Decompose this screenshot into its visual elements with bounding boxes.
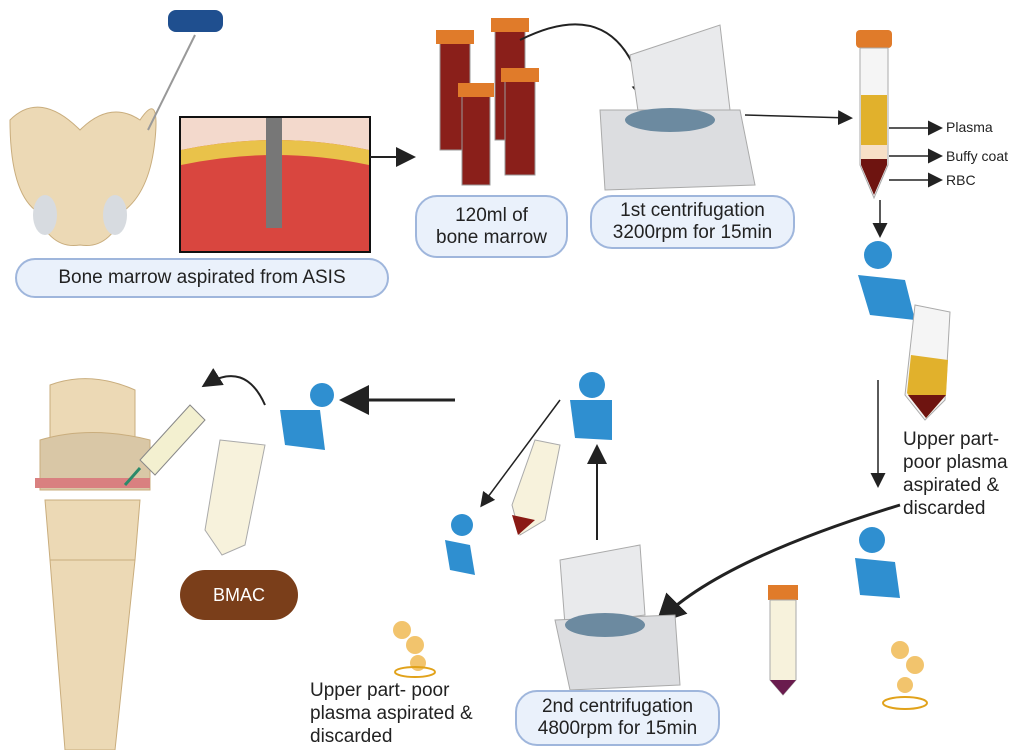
discard-note-left: Upper part- poor plasma aspirated & disc… (310, 679, 473, 748)
aspiration-text: Bone marrow aspirated from ASIS (58, 267, 346, 288)
plasma-tube-icon (904, 304, 951, 421)
discard-note-right: Upper part- poor plasma aspirated & disc… (903, 428, 1008, 520)
person-with-syringe-icon (280, 383, 334, 450)
tube-icon (768, 585, 798, 696)
separated-tube-icon (856, 30, 892, 200)
volume-line-1: 120ml of (455, 204, 528, 226)
marrow-tubes-icon (436, 18, 539, 186)
bmac-tube-icon (204, 439, 266, 556)
discard-right-line: discarded (903, 498, 986, 519)
discard-left-line: Upper part- poor (310, 680, 450, 701)
bmac-label: BMAC (180, 570, 298, 620)
knee-joint-icon (35, 378, 151, 750)
first-cent-line-2: 3200rpm for 15min (612, 222, 773, 243)
person-discarding-icon (855, 527, 900, 598)
syringe-icon (123, 404, 206, 486)
discard-left-line: discarded (310, 726, 393, 747)
plasma-drops-2-icon (393, 621, 436, 678)
volume-line-2: bone marrow (436, 226, 547, 248)
plasma-tube-2-icon (511, 439, 561, 536)
buffy-coat-layer-label: Buffy coat (946, 148, 1009, 164)
aspiration-needle-icon (147, 10, 223, 131)
plasma-layer-label: Plasma (946, 119, 993, 135)
rbc-layer-label: RBC (946, 172, 976, 188)
centrifuge-2-icon (554, 544, 681, 691)
person-aspirating-2-icon (570, 372, 612, 440)
plasma-drops-icon (882, 641, 928, 710)
marrow-cross-section (179, 116, 371, 253)
discard-right-line: Upper part- (903, 429, 1000, 450)
discard-right-line: aspirated & (903, 475, 1000, 496)
discard-right-line: poor plasma (903, 452, 1008, 473)
pelvis-icon (9, 106, 157, 247)
person-aspirating-icon (858, 241, 915, 320)
discard-left-line: plasma aspirated & (310, 703, 473, 724)
second-cent-line-1: 2nd centrifugation (541, 696, 694, 717)
centrifuge-1-icon (599, 24, 756, 191)
second-cent-line-2: 4800rpm for 15min (537, 718, 698, 739)
person-discarding-2-icon (445, 514, 475, 575)
first-cent-line-1: 1st centrifugation (620, 200, 765, 221)
aspiration-label: Bone marrow aspirated from ASIS (15, 258, 389, 298)
